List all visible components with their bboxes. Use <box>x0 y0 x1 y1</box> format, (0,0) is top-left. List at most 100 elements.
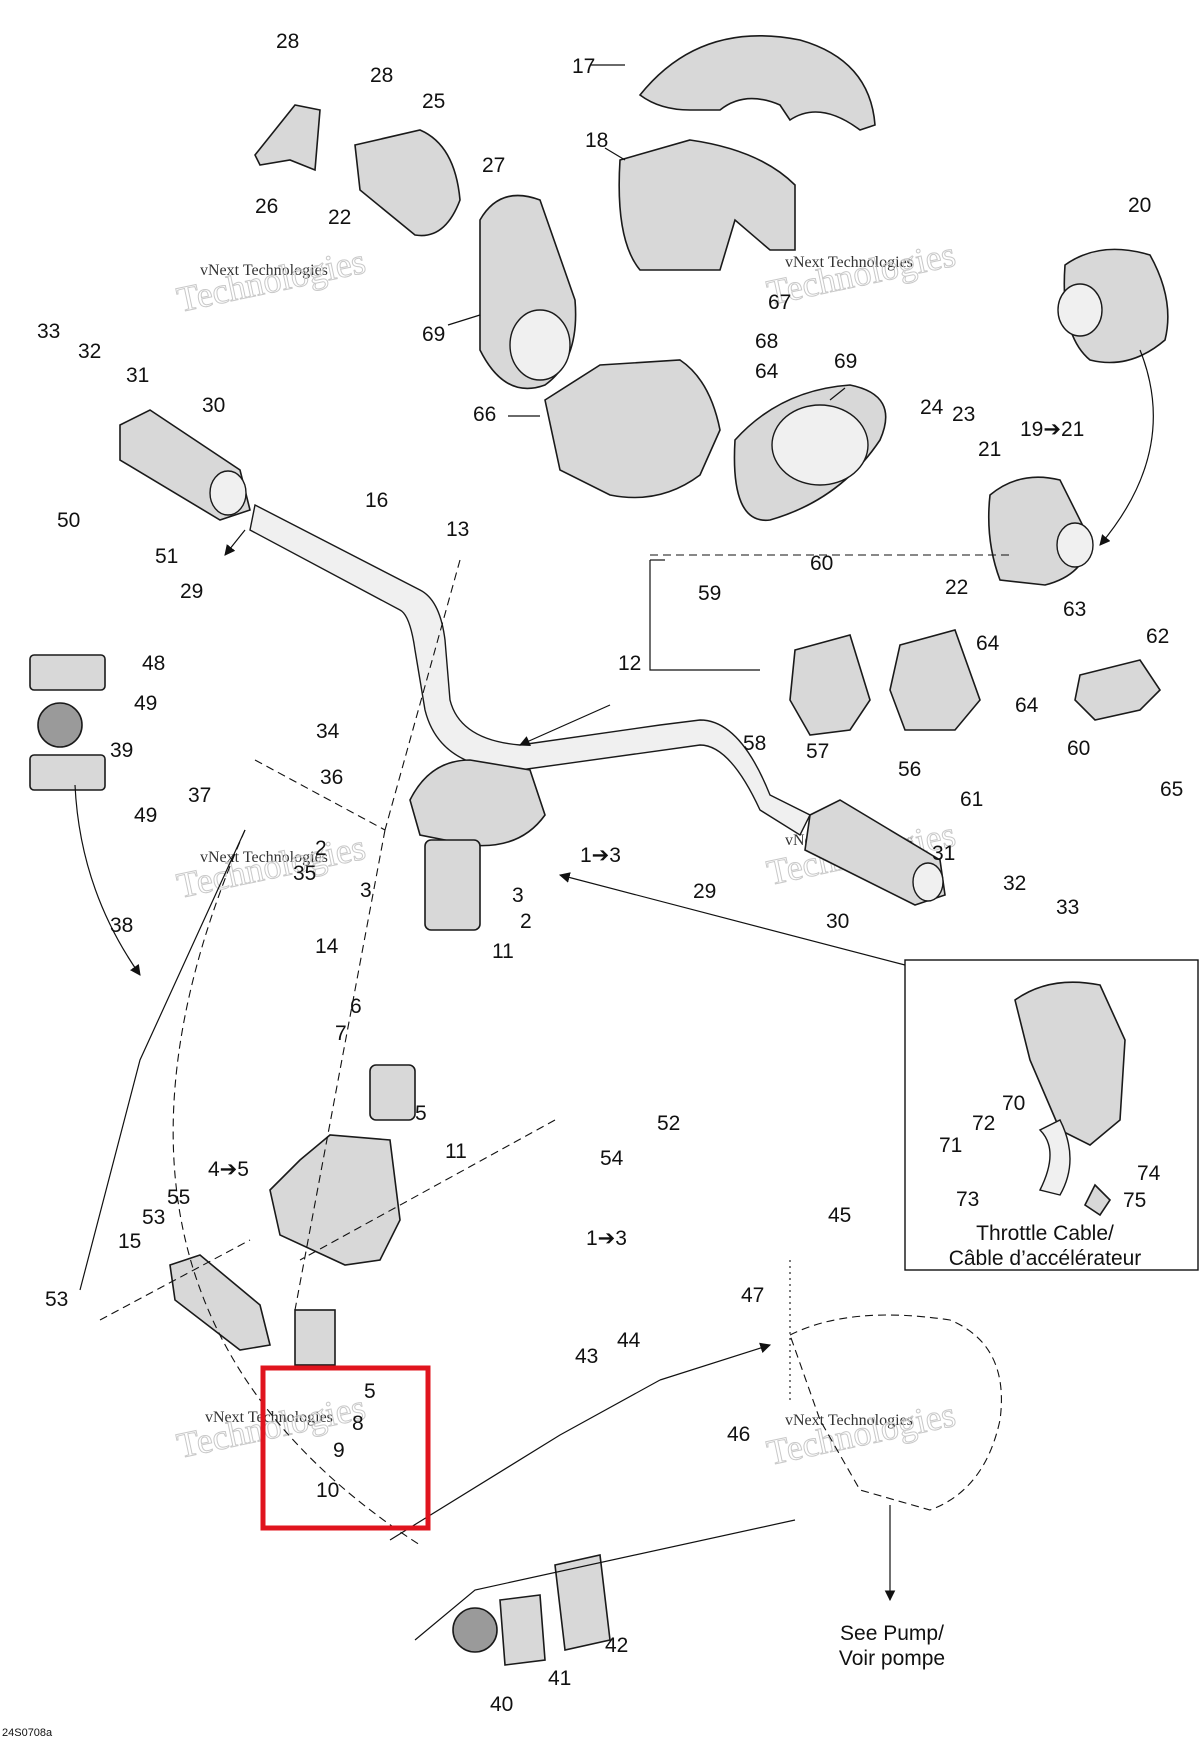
bracket-26-part <box>254 104 321 172</box>
part-label: 22 <box>328 206 351 229</box>
part-label: 74 <box>1137 1162 1161 1185</box>
part-label: 26 <box>255 195 278 218</box>
clamp-49-lower-part <box>29 754 106 791</box>
part-label: 6 <box>350 995 362 1018</box>
clip-41-part <box>499 1594 546 1666</box>
part-label: 54 <box>600 1147 624 1170</box>
cable-routing <box>172 829 421 1546</box>
part-label: 13 <box>446 518 469 541</box>
part-label: 8 <box>352 1412 364 1435</box>
part-label: 31 <box>126 364 149 387</box>
leader-lines <box>74 64 1154 1641</box>
part-label: 29 <box>180 580 203 603</box>
part-label: 52 <box>657 1112 680 1135</box>
part-label: 57 <box>806 740 829 763</box>
arrow-throttle-inset <box>558 872 906 966</box>
part-label: 10 <box>316 1479 339 1502</box>
part-label: 1➔3 <box>586 1227 627 1250</box>
pad-right-ring <box>771 404 869 486</box>
part-label: 31 <box>932 842 955 865</box>
part-label: 37 <box>188 784 211 807</box>
leader-69a <box>447 314 481 326</box>
column-axis-lower <box>294 829 386 1311</box>
part-label: 23 <box>952 403 975 426</box>
left-housing-part <box>354 129 461 237</box>
watermark-text: vNext Technologies <box>200 849 328 866</box>
nut-40-part <box>452 1607 498 1653</box>
part-label: 30 <box>826 910 849 933</box>
part-label: 53 <box>45 1288 68 1311</box>
part-label: 2 <box>520 910 532 933</box>
part-label: 58 <box>743 732 766 755</box>
part-label: 2 <box>315 837 327 860</box>
part-label: 7 <box>335 1022 347 1045</box>
part-label: 46 <box>727 1423 750 1446</box>
fitting-42-part <box>554 1554 611 1651</box>
switch-housing-part <box>1063 248 1169 364</box>
figure-reference: 24S0708a <box>2 1727 53 1739</box>
part-label: 53 <box>142 1206 165 1229</box>
bracket-group <box>649 560 760 671</box>
part-label: 38 <box>110 914 133 937</box>
caption-throttle-en: Throttle Cable/ <box>976 1222 1114 1245</box>
part-labels: 1➔3 1➔3 2 2 3 3 4➔5 5 5 6 7 8 9 10 11 11… <box>37 30 1183 1716</box>
caption-pump-fr: Voir pompe <box>839 1647 945 1670</box>
bushing-upper-part <box>369 1064 416 1121</box>
handlebar-part <box>249 503 811 837</box>
housing-part <box>544 359 721 499</box>
leader-18 <box>604 147 626 161</box>
inset-cable-guide <box>1038 1119 1071 1196</box>
part-label: 18 <box>585 129 608 152</box>
part-label: 32 <box>78 340 101 363</box>
part-label: 34 <box>316 720 340 743</box>
part-label: 19➔21 <box>1020 418 1084 441</box>
part-label: 25 <box>422 90 445 113</box>
part-label: 15 <box>118 1230 141 1253</box>
part-label: 49 <box>134 692 157 715</box>
part-label: 68 <box>755 330 778 353</box>
arrow-20-to-19 <box>1099 349 1154 546</box>
part-label: 60 <box>810 552 833 575</box>
leader-69b <box>829 387 846 401</box>
part-label: 59 <box>698 582 721 605</box>
part-label: 51 <box>155 545 178 568</box>
part-label: 36 <box>320 766 343 789</box>
block-56-part <box>889 629 981 731</box>
grip-right-part <box>804 799 946 906</box>
arrow-29 <box>224 529 246 556</box>
part-label: 30 <box>202 394 225 417</box>
throttle-housing-opening <box>1056 522 1094 568</box>
part-label: 20 <box>1128 194 1151 217</box>
support-fastener-line <box>299 1119 556 1261</box>
part-label: 41 <box>548 1667 571 1690</box>
part-label: 21 <box>978 438 1001 461</box>
fittings-group <box>414 1519 796 1641</box>
part-label: 9 <box>333 1439 345 1462</box>
watermark-outline: Technologies <box>173 827 369 906</box>
grip-left-end <box>209 470 247 516</box>
highlight-box <box>260 1365 431 1531</box>
part-label: 71 <box>939 1134 962 1157</box>
part-label: 11 <box>445 1140 467 1163</box>
block-57-part <box>789 634 871 736</box>
part-label: 70 <box>1002 1092 1025 1115</box>
part-label: 11 <box>492 940 514 963</box>
inset-column-part <box>1014 981 1126 1146</box>
bushing-lower-part <box>294 1309 336 1366</box>
part-label: 1➔3 <box>580 844 621 867</box>
part-label: 14 <box>315 935 339 958</box>
grip-right-end <box>912 862 944 902</box>
part-label: 3 <box>512 884 524 907</box>
bushing-39-part <box>37 702 83 748</box>
part-label: 35 <box>293 862 316 885</box>
part-label: 39 <box>110 739 133 762</box>
parts <box>29 34 1169 1666</box>
cover-top-part <box>638 34 876 131</box>
part-label: 55 <box>167 1186 190 1209</box>
part-label: 61 <box>960 788 983 811</box>
part-label: 69 <box>422 323 445 346</box>
throttle-cable-inset: Throttle Cable/ Câble d’accélérateur <box>904 959 1199 1271</box>
part-label: 24 <box>920 396 944 419</box>
pump-outline <box>789 1314 1002 1511</box>
